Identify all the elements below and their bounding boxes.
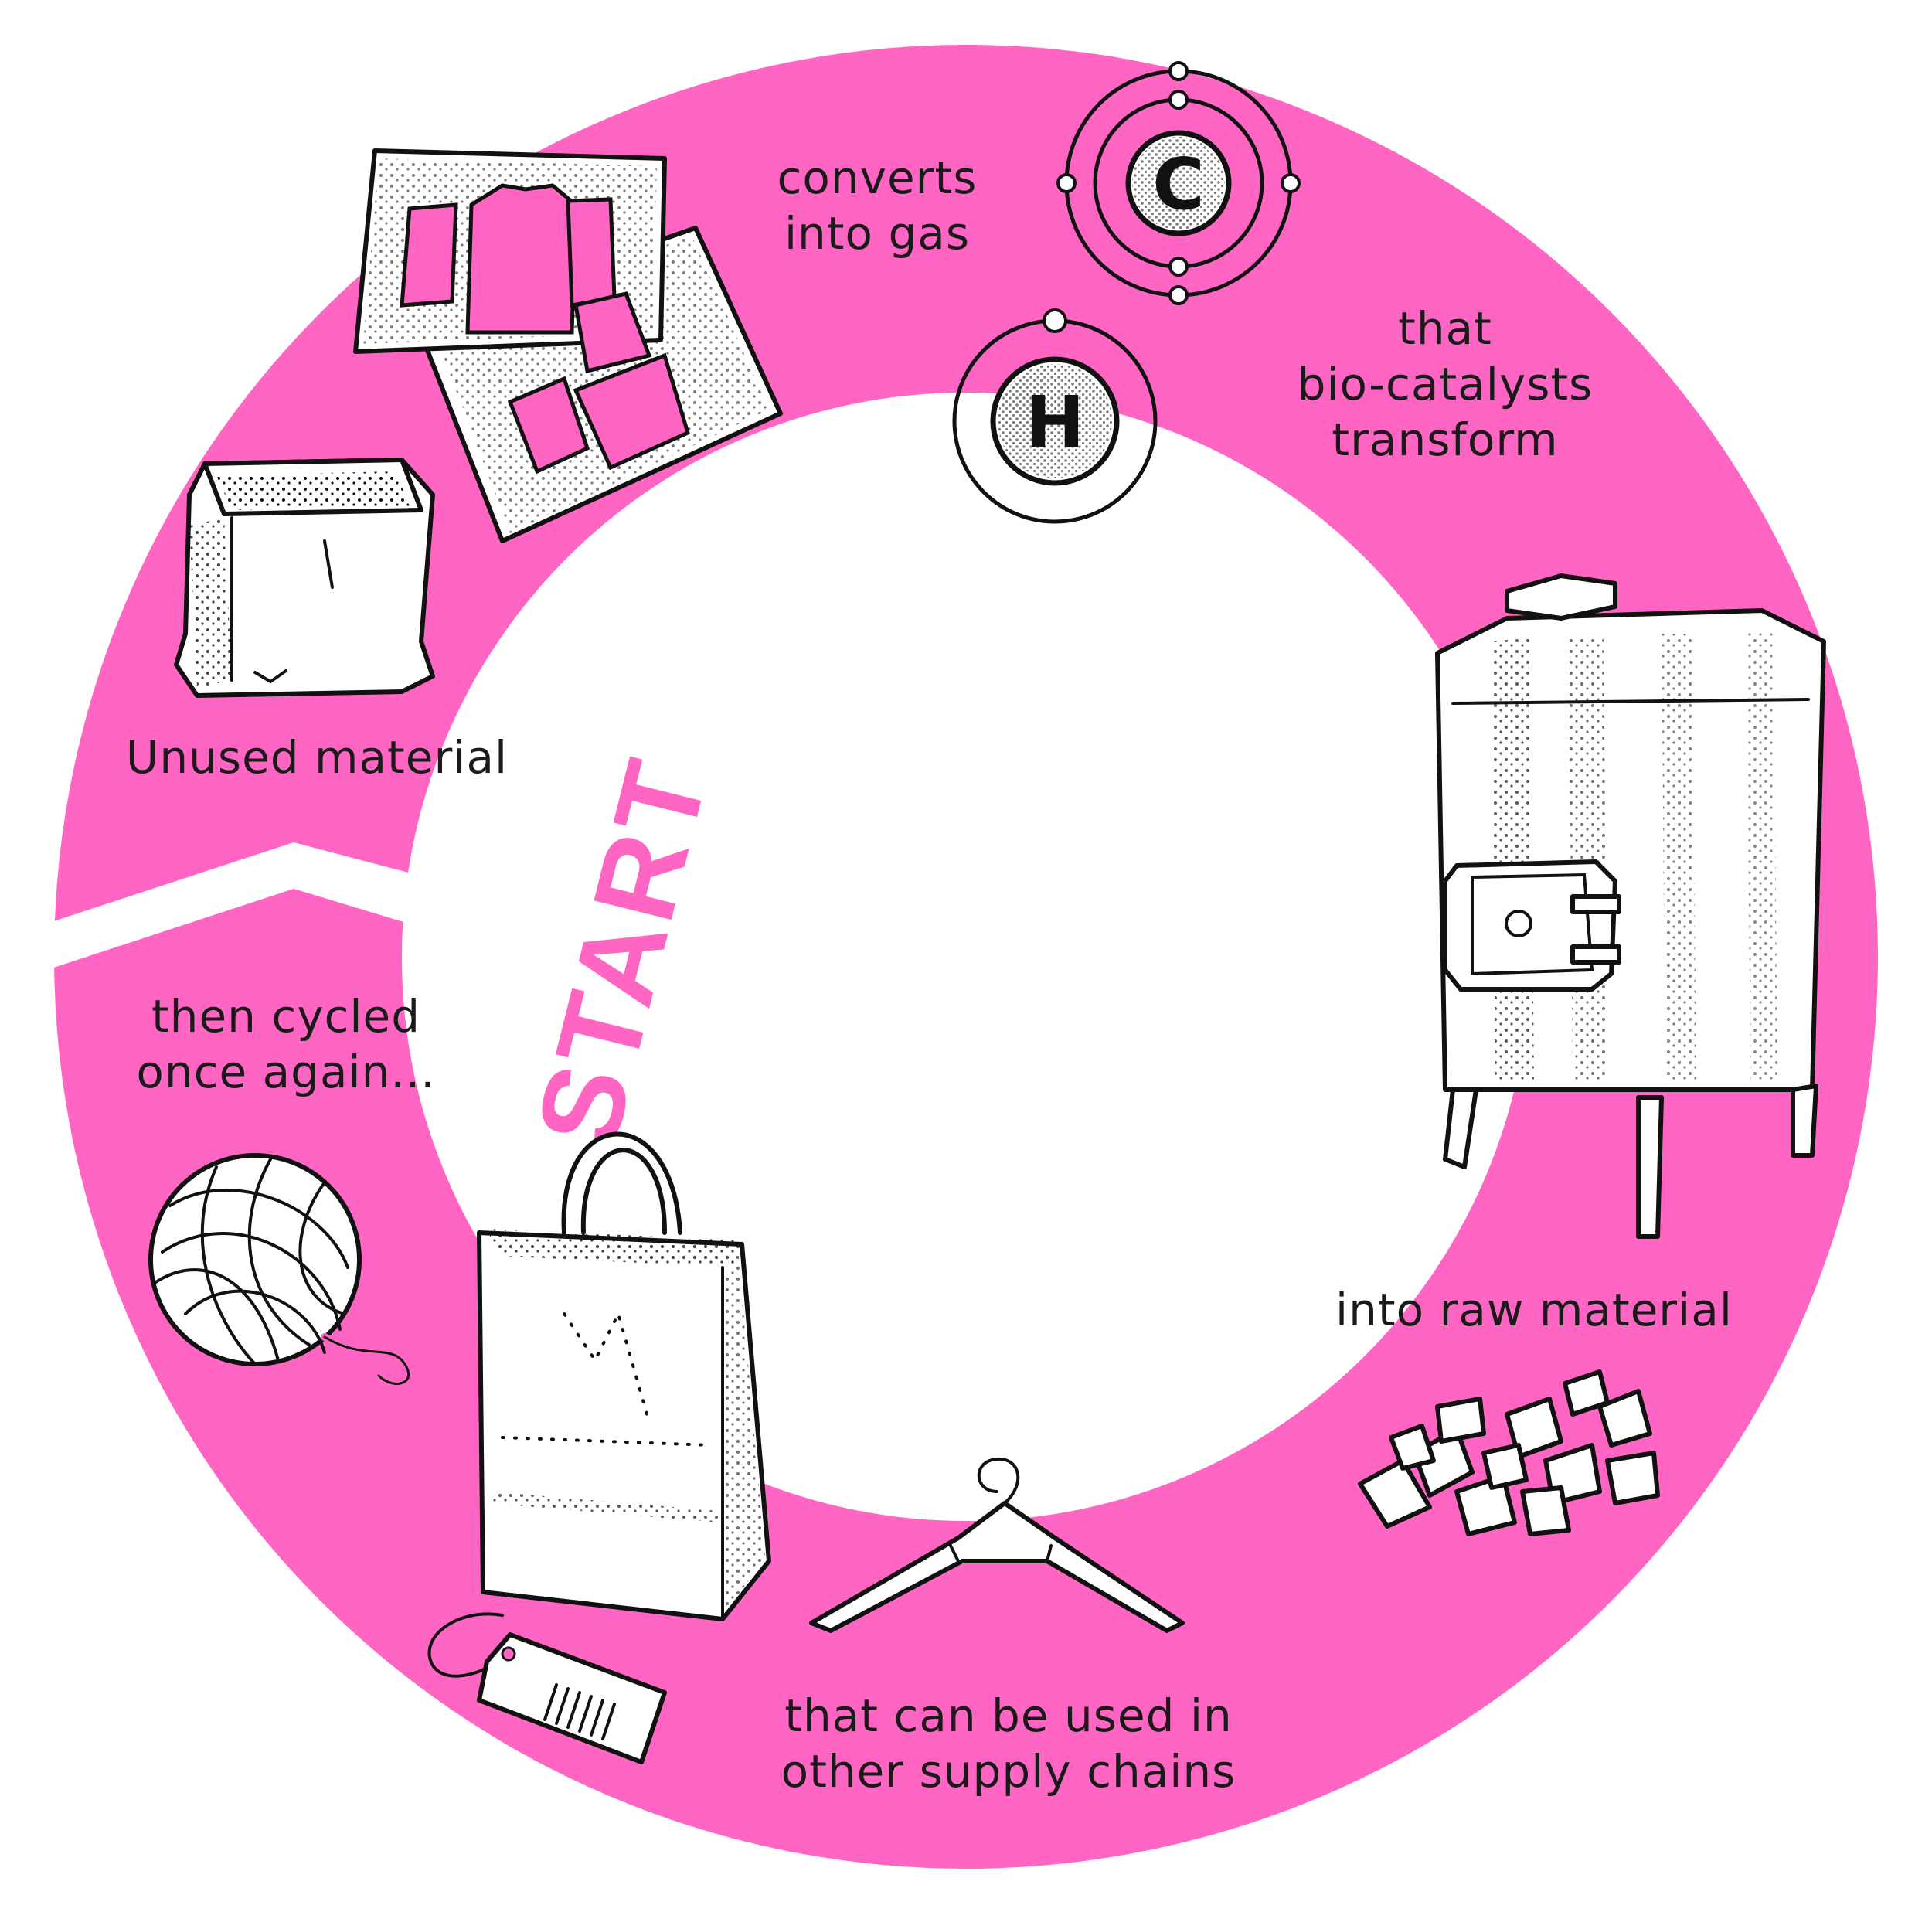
hanger-icon [809, 1457, 1185, 1633]
step-label-bio-line-1: bio-catalysts [1298, 358, 1594, 410]
hydrogen-atom-icon: H [952, 308, 1158, 524]
raw-material-pellets-icon [1358, 1369, 1660, 1536]
step-label-gas-line-1: into gas [784, 207, 970, 260]
step-label-supply-line-0: that can be used in [784, 1689, 1233, 1742]
carbon-atom-icon: C [1056, 61, 1301, 305]
price-tag-icon [427, 1612, 667, 1764]
step-label-cycled-line-0: then cycled [151, 990, 420, 1043]
carbon-letter: C [1152, 143, 1205, 226]
yarn-ball-icon [148, 1153, 413, 1388]
steel-tank-icon [1435, 573, 1826, 1239]
step-label-bio-line-0: that [1398, 302, 1492, 355]
step-label-bio-line-2: transform [1332, 413, 1558, 466]
step-label-gas-line-0: converts [777, 151, 978, 204]
step-label-raw-line-0: into raw material [1335, 1284, 1733, 1336]
step-label-supply-line-1: other supply chains [781, 1745, 1236, 1798]
folded-fabric-bundle-icon [174, 458, 435, 698]
hydrogen-letter: H [1026, 381, 1085, 464]
shopping-bag-icon [477, 1131, 771, 1621]
step-label-cycled-line-1: once again... [136, 1046, 435, 1098]
step-label-unused-line-0: Unused material [126, 731, 508, 784]
start-chevron-gap [23, 842, 587, 978]
cut-fabric-sheets-icon [353, 148, 783, 543]
